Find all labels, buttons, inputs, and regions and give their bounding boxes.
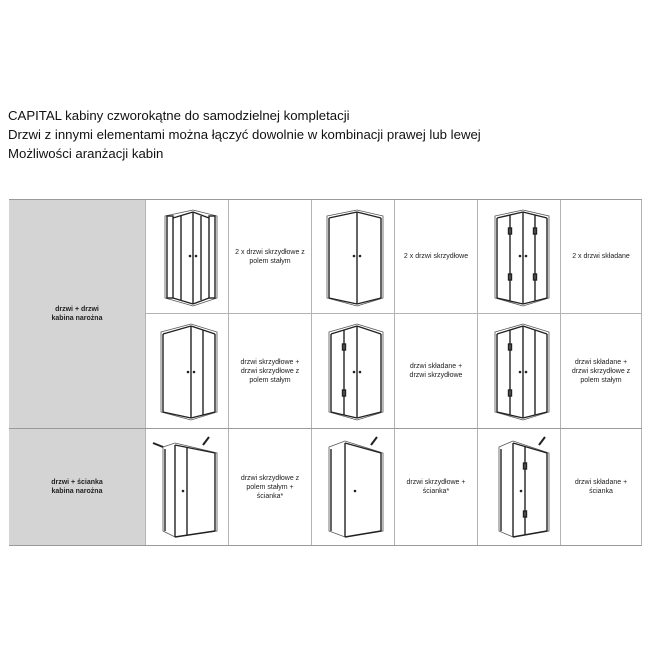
corner-cabin-two-folding-doors-icon: [494, 209, 550, 307]
corner-cabin-hinged-plus-wall-icon: [328, 436, 384, 538]
heading-block: CAPITAL kabiny czworokątne do samodzieln…: [8, 106, 628, 163]
grid-divider: [560, 200, 561, 545]
grid-divider: [145, 313, 642, 314]
grid-divider: [145, 200, 146, 545]
grid-divider: [228, 200, 229, 545]
option-label: drzwi skrzydłowe + drzwi skrzydłowe z po…: [240, 358, 300, 384]
option-label: drzwi skrzydłowe + ścianka*: [406, 479, 466, 495]
corner-cabin-two-hinged-doors-fixed-panel-icon: [164, 209, 218, 307]
corner-cabin-hinged-plus-hinged-fixed-icon: [160, 323, 218, 421]
option-label: drzwi składane + drzwi skrzydłowe: [409, 363, 463, 379]
grid-divider: [477, 200, 478, 545]
heading-line-title: CAPITAL kabiny czworokątne do samodzieln…: [8, 108, 350, 123]
corner-cabin-two-hinged-doors-icon: [326, 209, 384, 307]
corner-cabin-folding-plus-wall-icon: [498, 436, 550, 538]
category-doors-wall: drzwi + ścianka kabina narożna: [9, 429, 145, 545]
option-label: drzwi składane + ścianka: [574, 479, 628, 495]
category-line: kabina narożna: [51, 488, 103, 495]
option-label: drzwi skrzydłowe z polem stałym + ściank…: [240, 474, 300, 500]
corner-cabin-folding-plus-hinged-fixed-icon: [494, 323, 550, 421]
cabin-options-table: drzwi + drzwi kabina narożna drzwi + ści…: [9, 199, 642, 546]
grid-divider: [9, 428, 642, 429]
option-label: 2 x drzwi składane: [572, 253, 630, 260]
heading-line-combination: Drzwi z innymi elementami można łączyć d…: [8, 127, 481, 142]
option-label: drzwi składane + drzwi skrzydłowe z pole…: [571, 358, 631, 384]
option-label: 2 x drzwi skrzydłowe z polem stałym: [235, 248, 305, 265]
category-doors-doors: drzwi + drzwi kabina narożna: [9, 200, 145, 428]
grid-divider: [311, 200, 312, 545]
category-line: kabina narożna: [51, 315, 103, 322]
option-label: 2 x drzwi skrzydłowe: [403, 253, 469, 260]
category-line: drzwi + drzwi: [55, 306, 99, 313]
corner-cabin-folding-plus-hinged-icon: [328, 323, 384, 421]
corner-cabin-hinged-fixed-plus-wall-icon: [152, 436, 218, 538]
grid-divider: [641, 200, 642, 545]
category-line: drzwi + ścianka: [51, 479, 103, 486]
grid-divider: [394, 200, 395, 545]
heading-line-arrangement: Możliwości aranżacji kabin: [8, 146, 164, 161]
